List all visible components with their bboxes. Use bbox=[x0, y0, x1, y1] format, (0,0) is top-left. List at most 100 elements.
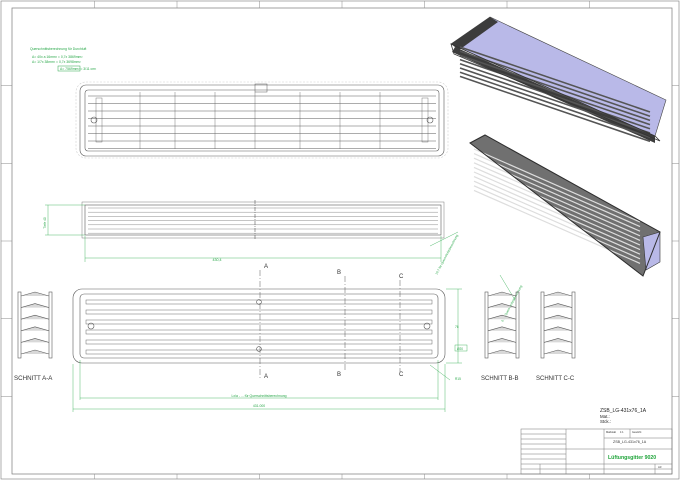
iso-back-slat bbox=[459, 71, 651, 138]
front-view-slat bbox=[85, 309, 433, 315]
tb-scale-value: 1:1 bbox=[620, 430, 624, 434]
iso-front-slat bbox=[473, 180, 641, 255]
section-lamella bbox=[543, 303, 573, 308]
tb-drawing-number: ZSB_LG-431x76_1A bbox=[613, 440, 647, 444]
front-view-slats bbox=[85, 299, 433, 355]
section-title-a-a: SCHNITT A-A bbox=[14, 375, 53, 382]
side-view-flange bbox=[81, 201, 445, 239]
iso-front-slat bbox=[473, 171, 641, 246]
section-b-b-view bbox=[484, 291, 520, 359]
side-view-dimensions bbox=[45, 204, 442, 262]
section-lamella bbox=[543, 326, 573, 332]
section-lamella bbox=[487, 303, 517, 308]
section-lamella bbox=[20, 349, 50, 355]
tb-weight-label: Gewicht bbox=[632, 430, 642, 434]
section-wall-right bbox=[48, 291, 53, 359]
section-lamella bbox=[20, 291, 50, 297]
iso-front-slat bbox=[473, 157, 641, 232]
section-letter-b-top: B bbox=[337, 270, 341, 276]
diameter-dimension: Ø20 bbox=[457, 347, 463, 351]
tb-sheet-size: A3 bbox=[658, 465, 662, 469]
isometric-view-front bbox=[469, 134, 661, 277]
cross-section-calculation-notes: Querschnittsberechnung für Durchluft A= … bbox=[30, 47, 97, 71]
front-view-slat bbox=[85, 349, 433, 355]
section-letter-c-bottom: C bbox=[399, 372, 404, 378]
section-letter-b-bottom: B bbox=[337, 372, 341, 378]
front-view-hole-top bbox=[256, 299, 262, 305]
iso-front-slat bbox=[473, 185, 641, 260]
notes-line-2: A= 1/7x 38mm² = 0,7x 3698mm² bbox=[32, 60, 81, 64]
top-view bbox=[75, 81, 449, 159]
section-lamella bbox=[487, 338, 517, 343]
notes-result-box bbox=[57, 65, 81, 72]
section-wall-left bbox=[540, 291, 545, 359]
section-letters: A A B B C C bbox=[264, 264, 404, 380]
side-view-body bbox=[84, 204, 442, 236]
iso-front-slat bbox=[473, 166, 641, 241]
front-view-slat bbox=[85, 319, 433, 325]
front-view bbox=[72, 288, 446, 364]
front-view-slat bbox=[85, 329, 433, 335]
section-lamella bbox=[20, 314, 50, 320]
section-lamella bbox=[543, 349, 573, 355]
section-lamella bbox=[20, 338, 50, 343]
radius-dimension: R15 bbox=[455, 377, 461, 381]
front-view-screw-hole-left bbox=[87, 322, 95, 330]
section-c-c-view bbox=[540, 291, 576, 359]
part-quantity: Stck.: bbox=[600, 419, 611, 424]
section-lamella bbox=[487, 314, 517, 320]
isometric-view-back bbox=[450, 16, 667, 143]
iso-back-slat bbox=[459, 58, 651, 126]
section-a-a-view bbox=[17, 291, 53, 359]
top-view-ribs bbox=[139, 92, 381, 149]
iso-front-slat bbox=[473, 189, 641, 264]
section-lamella bbox=[487, 326, 517, 332]
section-title-c-c: SCHNITT C-C bbox=[536, 376, 575, 382]
section-letter-c-top: C bbox=[399, 274, 404, 280]
notes-line-1: A= 40x a 16mm² = 0,7x 3869mm² bbox=[32, 55, 83, 59]
tb-scale-label: Maßstab bbox=[606, 430, 617, 434]
top-view-screw-hole-right bbox=[426, 116, 434, 124]
section-wall-left bbox=[17, 291, 22, 359]
front-view-outline bbox=[72, 288, 446, 364]
part-material: Mat.: bbox=[600, 414, 610, 419]
top-view-slats bbox=[88, 95, 436, 149]
section-lamella bbox=[543, 338, 573, 343]
iso-back-slat bbox=[459, 46, 651, 113]
part-label: ZSB_LG-431x76_1A Mat.: Stck.: bbox=[600, 408, 647, 424]
section-letter-a-bottom: A bbox=[264, 374, 268, 380]
iso-front-slat bbox=[473, 176, 641, 251]
front-view-slat bbox=[85, 339, 433, 345]
free-cross-dimension: Lx/a - ... für Querschnittsberechnung bbox=[231, 394, 286, 398]
diagonal-dimension-1: 10,7 für Querschnittsberechnung bbox=[434, 234, 459, 276]
front-view-slat bbox=[85, 299, 433, 305]
top-view-outline-dashed bbox=[75, 81, 449, 159]
section-lamella bbox=[487, 291, 517, 297]
overall-length-dimension: 431.000 bbox=[253, 404, 265, 408]
section-letter-a-top: A bbox=[264, 264, 268, 270]
title-block bbox=[520, 428, 673, 475]
section-cut-lines bbox=[259, 270, 401, 380]
section-lamella bbox=[20, 326, 50, 332]
height-dimension: 76 bbox=[455, 325, 459, 329]
top-view-label-plate bbox=[254, 83, 268, 93]
section-lamella bbox=[487, 349, 517, 355]
iso-back-slat bbox=[459, 67, 651, 134]
depth-dimension: Tiefe 40 bbox=[43, 217, 47, 229]
top-view-outline bbox=[79, 84, 445, 157]
side-view bbox=[81, 200, 445, 240]
front-view-dimensions bbox=[72, 231, 516, 412]
section-lamella bbox=[20, 303, 50, 308]
inner-length-dimension: 430,4 bbox=[213, 258, 222, 262]
section-wall-left bbox=[484, 291, 489, 359]
iso-back-slat bbox=[459, 75, 651, 143]
iso-front-slat bbox=[473, 162, 641, 237]
iso-back-slat bbox=[459, 54, 651, 122]
section-title-b-b: SCHNITT B-B bbox=[481, 376, 519, 382]
side-view-lamella-lines bbox=[88, 207, 438, 234]
top-view-engraving-left bbox=[95, 97, 103, 143]
iso-front-slat bbox=[473, 153, 641, 228]
top-view-engraving-right bbox=[421, 97, 429, 143]
